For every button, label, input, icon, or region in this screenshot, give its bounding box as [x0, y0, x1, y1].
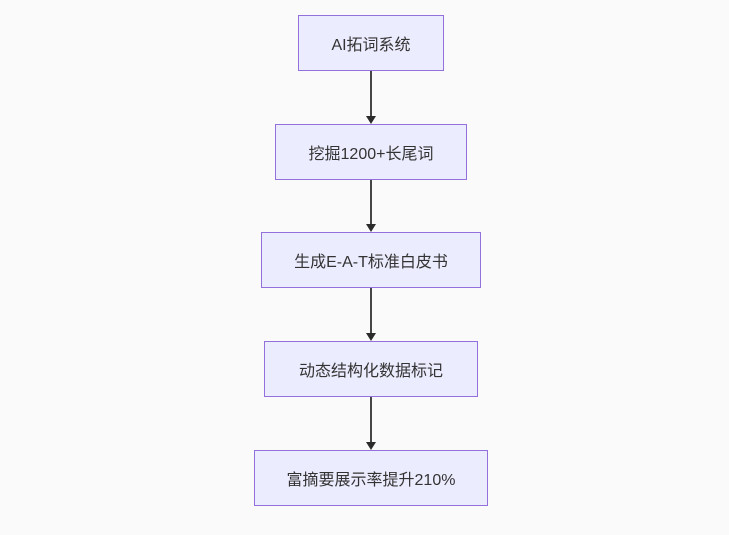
arrow-head-icon: [366, 224, 376, 232]
flow-node-label: AI拓词系统: [331, 37, 411, 54]
flow-node-label: 富摘要展示率提升210%: [286, 472, 456, 489]
flow-node-eat-whitepaper: 生成E-A-T标准白皮书: [261, 232, 481, 288]
arrow-head-icon: [366, 116, 376, 124]
flow-node-longtail-mining: 挖掘1200+长尾词: [275, 124, 467, 180]
arrow-head-icon: [366, 442, 376, 450]
arrow-line: [370, 180, 372, 225]
flow-node-label: 生成E-A-T标准白皮书: [294, 254, 448, 271]
arrow-line: [370, 288, 372, 334]
arrow-line: [370, 397, 372, 443]
flow-node-label: 挖掘1200+长尾词: [308, 146, 434, 163]
flow-node-structured-data-markup: 动态结构化数据标记: [264, 341, 478, 397]
arrow-head-icon: [366, 333, 376, 341]
flow-node-label: 动态结构化数据标记: [298, 363, 443, 380]
arrow-line: [370, 71, 372, 117]
flow-node-rich-snippet-uplift: 富摘要展示率提升210%: [254, 450, 488, 506]
flow-node-ai-word-expansion: AI拓词系统: [298, 15, 444, 71]
